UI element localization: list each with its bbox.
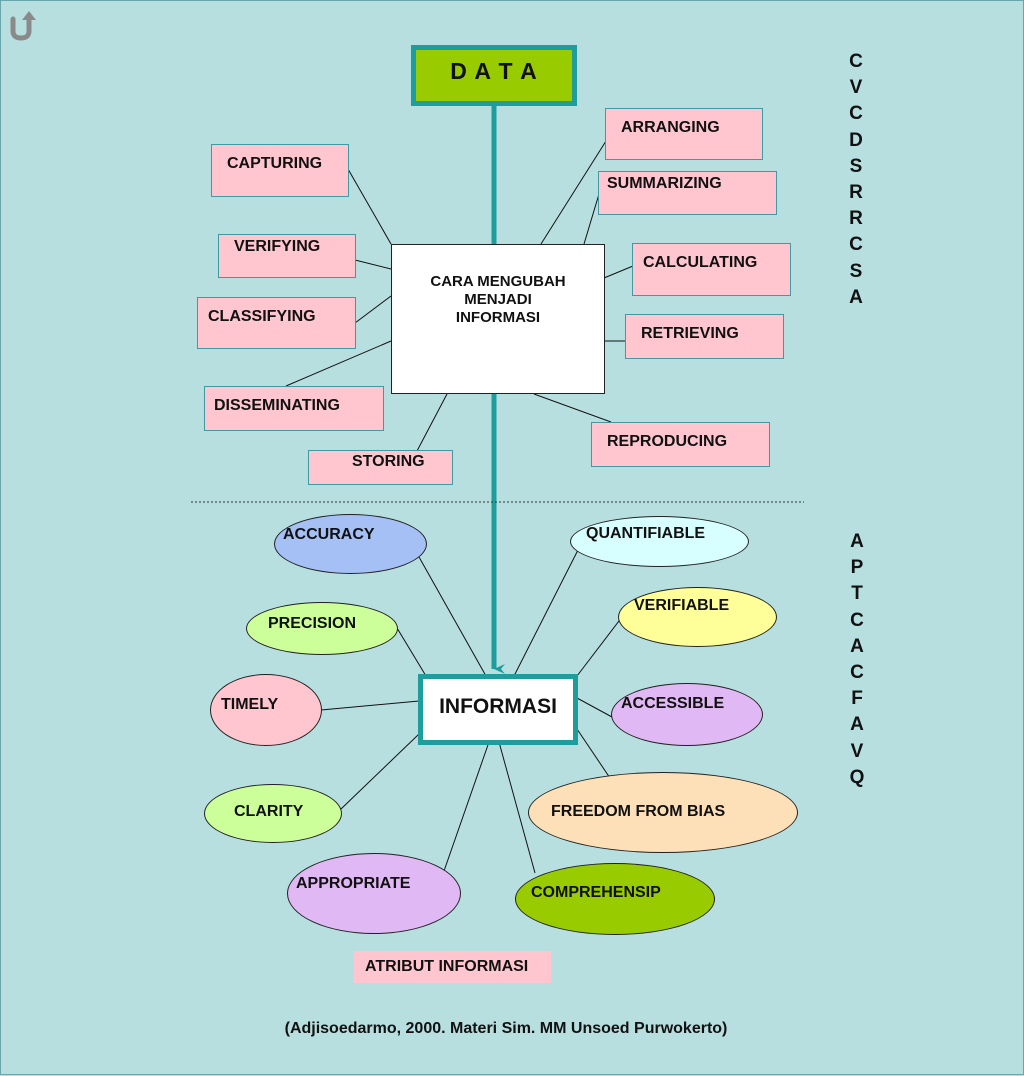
process-capturing-label: CAPTURING (227, 155, 323, 172)
attribute-acronym-letter: C (850, 609, 864, 631)
connector-accuracy (418, 556, 487, 677)
attribute-verifiable: VERIFIABLE (618, 587, 777, 647)
back-icon[interactable] (9, 9, 37, 41)
connector-verifiable (576, 616, 623, 677)
process-acronym-letter: D (849, 129, 863, 151)
process-storing-label: STORING (352, 453, 425, 470)
connector-disseminating (285, 340, 392, 387)
process-classifying-label: CLASSIFYING (208, 308, 316, 325)
connector-quantifiable (513, 549, 579, 677)
process-acronym-letter: R (849, 182, 863, 204)
attribute-accuracy-label: ACCURACY (283, 526, 375, 543)
attribute-timely: TIMELY (210, 674, 322, 746)
attribute-caption: ATRIBUT INFORMASI (354, 951, 551, 983)
connector-summarizing (583, 193, 600, 245)
connector-storing (416, 393, 448, 452)
attribute-acronym-letter: Q (849, 766, 865, 788)
attribute-freedom-from-bias: FREEDOM FROM BIAS (528, 772, 798, 853)
data-box: D A T A (411, 45, 577, 106)
attribute-freedom-from-bias-label: FREEDOM FROM BIAS (551, 803, 726, 820)
attribute-precision: PRECISION (246, 602, 398, 655)
attribute-timely-label: TIMELY (221, 696, 279, 713)
attribute-acronym-letter: P (850, 557, 864, 579)
connector-capturing (347, 168, 392, 245)
process-verifying-label: VERIFYING (234, 238, 321, 255)
process-classifying: CLASSIFYING (197, 297, 356, 349)
process-acronym-letter: A (849, 286, 863, 308)
process-acronym-letter: S (849, 155, 863, 177)
process-acronym-letter: C (849, 234, 863, 256)
process-acronym-letter: S (849, 260, 863, 282)
citation-text: (Adjisoedarmo, 2000. Materi Sim. MM Unso… (284, 1020, 728, 1037)
attribute-quantifiable-label: QUANTIFIABLE (586, 525, 706, 542)
attribute-appropriate: APPROPRIATE (287, 853, 461, 934)
attribute-clarity: CLARITY (204, 784, 342, 843)
attribute-acronym-letter: F (851, 688, 863, 710)
connector-verifying (354, 259, 392, 270)
process-verifying: VERIFYING (218, 234, 356, 278)
process-box-line-3: INFORMASI (455, 309, 541, 326)
attribute-accessible: ACCESSIBLE (611, 683, 763, 746)
process-reproducing-label: REPRODUCING (607, 433, 728, 450)
attribute-acronym-letter: C (850, 662, 864, 684)
process-box: CARA MENGUBAH MENJADI INFORMASI (391, 244, 605, 394)
process-retrieving-label: RETRIEVING (641, 325, 739, 342)
process-acronym-letter: V (849, 77, 863, 99)
attribute-accessible-label: ACCESSIBLE (621, 695, 725, 712)
process-arranging-label: ARRANGING (621, 119, 720, 136)
informasi-box: INFORMASI (418, 674, 578, 745)
process-box-line-1: CARA MENGUBAH (430, 273, 566, 290)
process-summarizing: SUMMARIZING (598, 171, 777, 215)
attribute-acronym-column: A P T C A C F A V Q (847, 529, 867, 791)
connector-comprehensip (498, 741, 536, 874)
process-disseminating: DISSEMINATING (204, 386, 384, 431)
connector-appropriate (443, 741, 490, 872)
connector-precision (396, 627, 427, 677)
connector-freedom-from-bias (576, 728, 613, 782)
connector-accessible (576, 697, 613, 718)
process-capturing: CAPTURING (211, 144, 349, 197)
process-acronym-column: C V C D S R R C S A (846, 49, 866, 311)
attribute-appropriate-label: APPROPRIATE (296, 875, 411, 892)
attribute-acronym-letter: T (851, 583, 863, 605)
process-acronym-letter: C (849, 51, 863, 72)
attribute-connectors (320, 549, 623, 874)
process-storing: STORING (308, 450, 453, 485)
attribute-quantifiable: QUANTIFIABLE (570, 516, 749, 567)
process-summarizing-label: SUMMARIZING (607, 175, 722, 192)
process-acronym-letter: C (849, 103, 863, 125)
attribute-verifiable-label: VERIFIABLE (634, 597, 730, 614)
process-calculating: CALCULATING (632, 243, 791, 296)
citation: (Adjisoedarmo, 2000. Materi Sim. MM Unso… (1, 1020, 1011, 1038)
process-calculating-label: CALCULATING (643, 254, 758, 271)
attribute-caption-label: ATRIBUT INFORMASI (365, 958, 529, 975)
process-connectors (285, 140, 634, 452)
attribute-clarity-label: CLARITY (234, 803, 304, 820)
process-disseminating-label: DISSEMINATING (214, 397, 340, 414)
attribute-comprehensip-label: COMPREHENSIP (531, 884, 661, 901)
data-box-label: D A T A (450, 58, 538, 84)
process-arranging: ARRANGING (605, 108, 763, 160)
process-box-line-2: MENJADI (464, 291, 532, 308)
connector-timely (320, 700, 420, 711)
connector-calculating (603, 265, 634, 279)
process-acronym-letter: R (849, 208, 863, 230)
process-retrieving: RETRIEVING (625, 314, 784, 359)
connector-classifying (354, 295, 392, 324)
attribute-acronym-letter: A (850, 714, 864, 736)
attribute-comprehensip: COMPREHENSIP (515, 863, 715, 935)
attribute-acronym-letter: A (850, 531, 864, 552)
process-reproducing: REPRODUCING (591, 422, 770, 467)
attribute-acronym-letter: V (850, 740, 864, 762)
attribute-acronym-letter: A (850, 635, 864, 657)
attribute-precision-label: PRECISION (268, 615, 357, 632)
informasi-box-label: INFORMASI (439, 695, 557, 718)
connector-clarity (340, 733, 420, 810)
connector-arranging (540, 140, 607, 245)
connector-reproducing (533, 393, 612, 423)
attribute-accuracy: ACCURACY (274, 514, 427, 574)
